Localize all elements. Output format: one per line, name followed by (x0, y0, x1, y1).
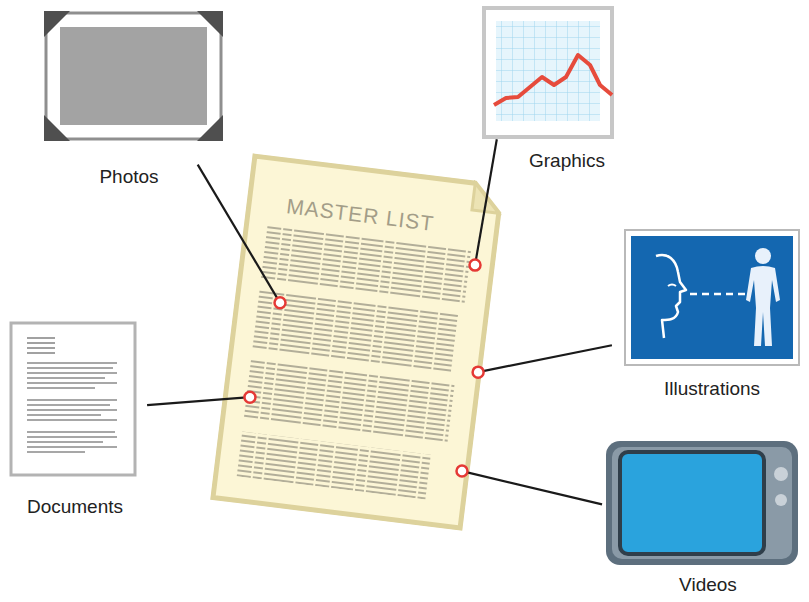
anchor-dot (244, 392, 255, 403)
leader-line (473, 345, 612, 377)
document-node: Documents (5, 318, 150, 523)
illustration-node: Illustrations (610, 228, 802, 403)
node-label: Photos (99, 166, 158, 189)
video-node: Videos (600, 438, 805, 600)
anchor-dot (470, 260, 481, 271)
photo-node: Photos (40, 8, 230, 188)
anchor-dot (456, 466, 467, 477)
master-list-node: MASTER LIST (205, 150, 515, 535)
anchor-dot (473, 367, 484, 378)
line (478, 345, 612, 372)
photo-icon (40, 8, 230, 158)
node-label: Documents (27, 496, 123, 519)
node-label: Illustrations (664, 378, 760, 401)
anchor-dot (275, 297, 286, 308)
tv-icon (600, 438, 805, 573)
illustration-icon (610, 228, 802, 373)
document-icon (5, 318, 150, 483)
line (462, 471, 602, 504)
node-label: Graphics (529, 150, 605, 173)
graphic-node: Graphics (480, 5, 620, 175)
leader-line (456, 466, 602, 505)
chart-icon (480, 5, 620, 145)
node-label: Videos (679, 574, 737, 597)
